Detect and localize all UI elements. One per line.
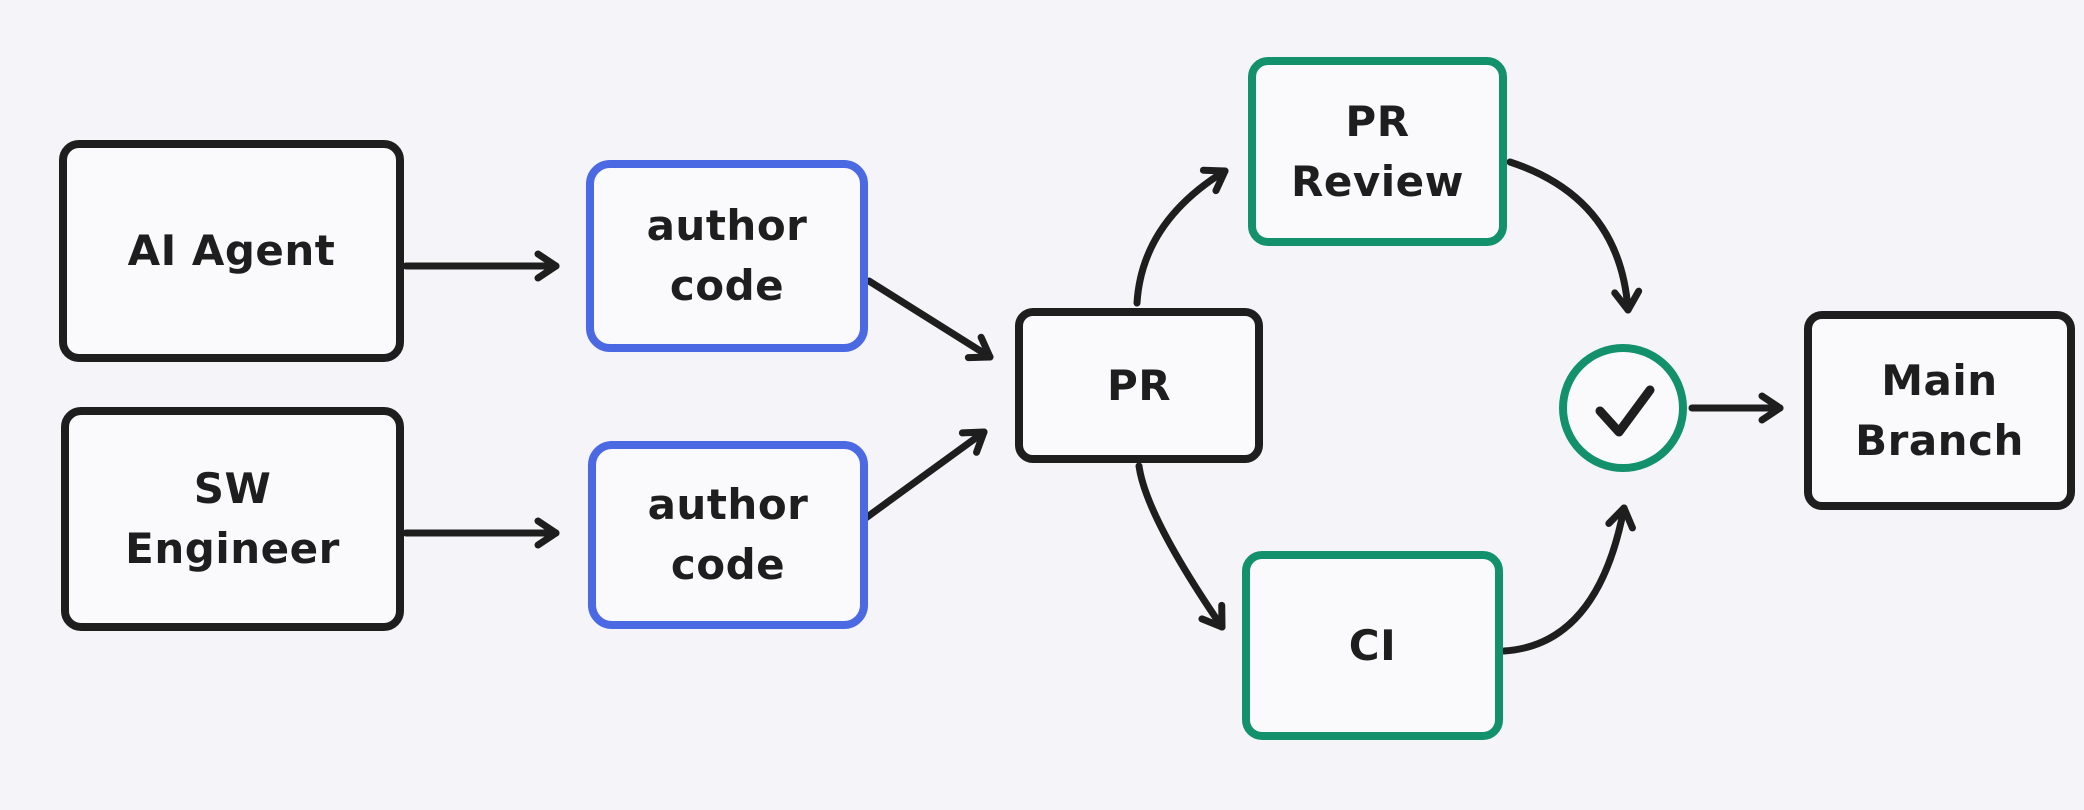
node-ai-agent-label: AI Agent	[127, 226, 336, 276]
node-author-code-1[interactable]: author code	[586, 160, 868, 352]
node-pr-review-label: PR Review	[1291, 96, 1464, 206]
node-main-branch-label: Main Branch	[1855, 355, 2024, 465]
node-author-code-2-label: author code	[647, 480, 809, 589]
node-ci-label: CI	[1348, 620, 1397, 670]
node-ci[interactable]: CI	[1242, 551, 1503, 740]
node-ai-agent[interactable]: AI Agent	[59, 140, 404, 362]
node-pr-review[interactable]: PR Review	[1248, 57, 1507, 246]
node-pr[interactable]: PR	[1015, 308, 1263, 463]
node-sw-engineer[interactable]: SW Engineer	[61, 407, 404, 631]
arrow-author-code-2-to-pr[interactable]	[859, 428, 988, 524]
node-sw-engineer-label: SW Engineer	[125, 464, 340, 573]
checkmark-icon	[1595, 385, 1655, 437]
arrow-author-code-1-to-pr[interactable]	[865, 277, 994, 362]
arrow-pr-to-ci[interactable]	[1135, 462, 1226, 631]
node-pr-label: PR	[1106, 360, 1172, 410]
arrow-ci-to-checks-passed[interactable]	[1500, 504, 1636, 655]
arrow-pr-review-to-checks-passed[interactable]	[1506, 158, 1643, 314]
node-author-code-2[interactable]: author code	[588, 441, 868, 629]
node-checks-passed[interactable]	[1559, 344, 1687, 472]
arrow-pr-to-pr-review[interactable]	[1133, 166, 1229, 307]
node-author-code-1-label: author code	[646, 201, 808, 310]
node-main-branch[interactable]: Main Branch	[1804, 311, 2075, 510]
